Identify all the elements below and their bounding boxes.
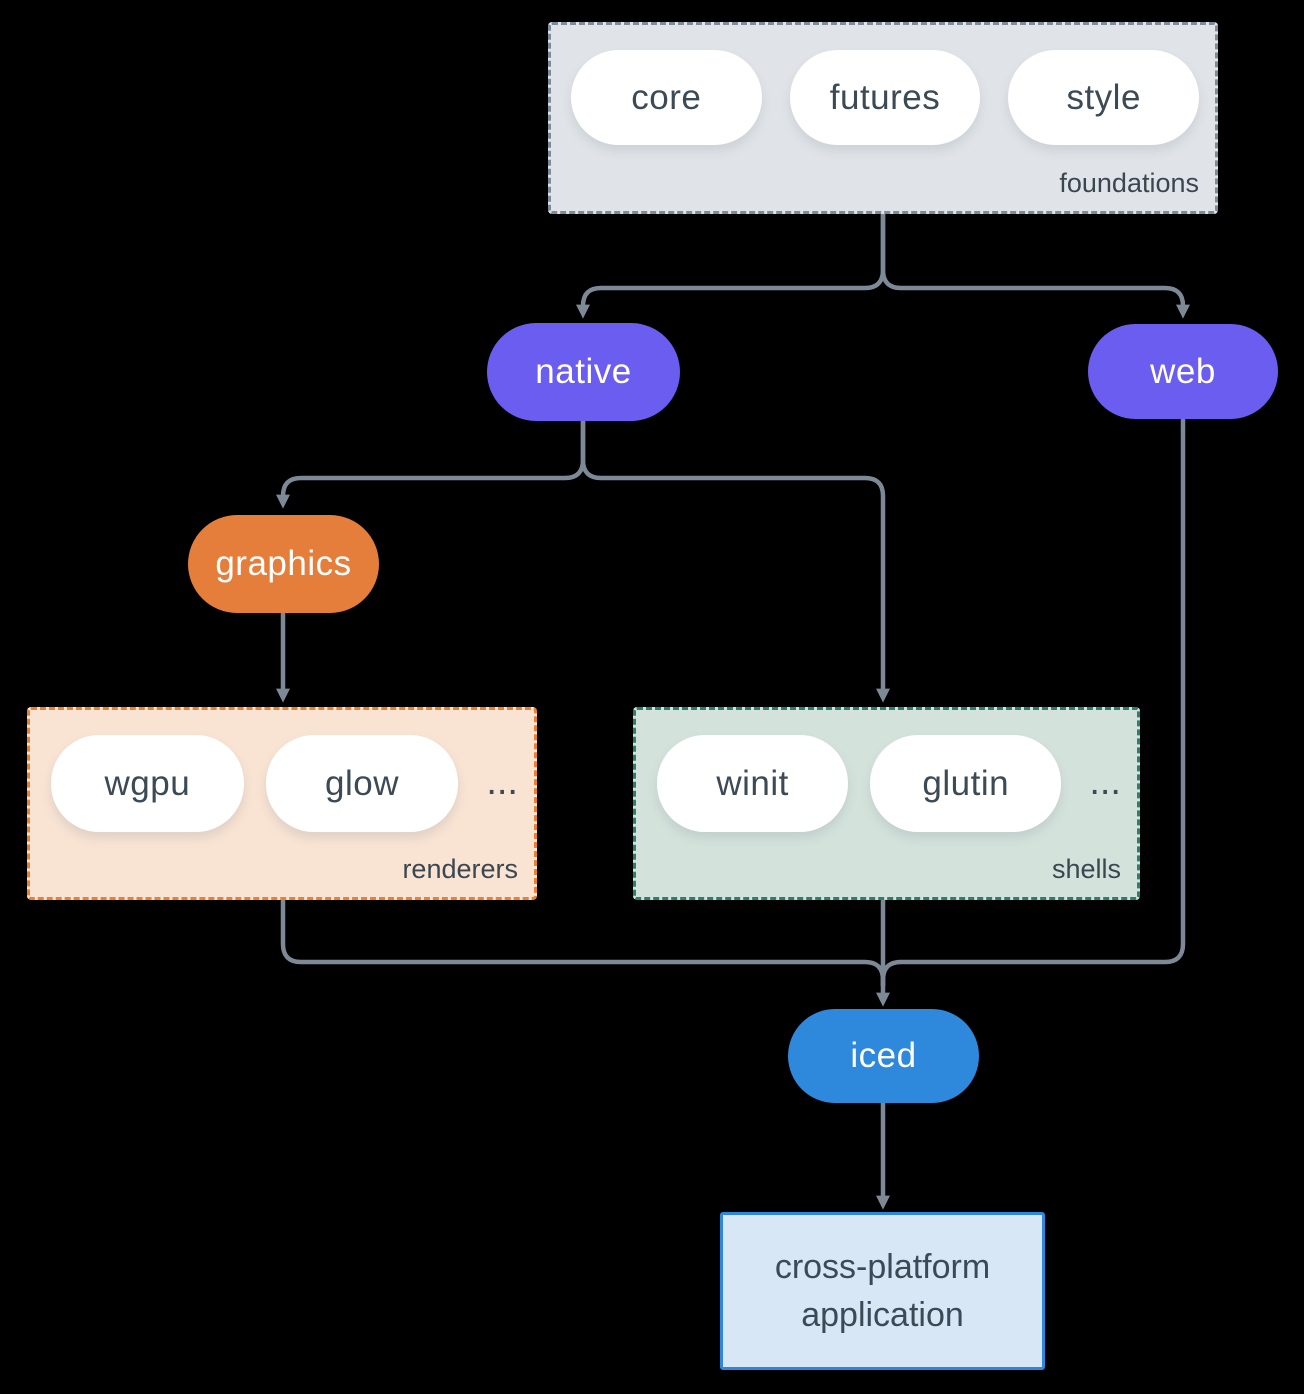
shells-pill-row: winit glutin ... (657, 735, 1121, 832)
arrow-native-to-shells (580, 421, 890, 703)
shells-group: winit glutin ... shells (633, 707, 1140, 900)
renderers-ellipsis: ... (486, 761, 518, 803)
foundations-pill-row: core futures style (571, 50, 1200, 145)
arrow-native-to-graphics (276, 421, 586, 509)
node-web: web (1088, 324, 1278, 419)
node-iced: iced (788, 1009, 979, 1103)
renderers-pill-row: wgpu glow ... (51, 735, 518, 832)
node-futures: futures (789, 50, 981, 145)
arrow-foundations-to-web (880, 214, 1190, 319)
cross-platform-application-box: cross-platform application (720, 1212, 1045, 1370)
shells-label: shells (1051, 854, 1121, 884)
node-native: native (487, 323, 680, 421)
node-glow: glow (265, 735, 459, 832)
foundations-label: foundations (1059, 168, 1199, 198)
node-graphics: graphics (188, 515, 379, 613)
line-renderers-to-merge (280, 900, 886, 986)
foundations-group: core futures style foundations (548, 22, 1218, 214)
shells-ellipsis: ... (1089, 761, 1121, 803)
renderers-group: wgpu glow ... renderers (27, 707, 537, 900)
node-winit: winit (657, 735, 849, 832)
node-style: style (1008, 50, 1200, 145)
node-core: core (571, 50, 762, 145)
node-glutin: glutin (870, 735, 1062, 832)
node-wgpu: wgpu (51, 735, 244, 832)
line-web-to-merge (880, 419, 1186, 986)
arrow-foundations-to-native (576, 214, 886, 319)
renderers-label: renderers (402, 854, 518, 884)
